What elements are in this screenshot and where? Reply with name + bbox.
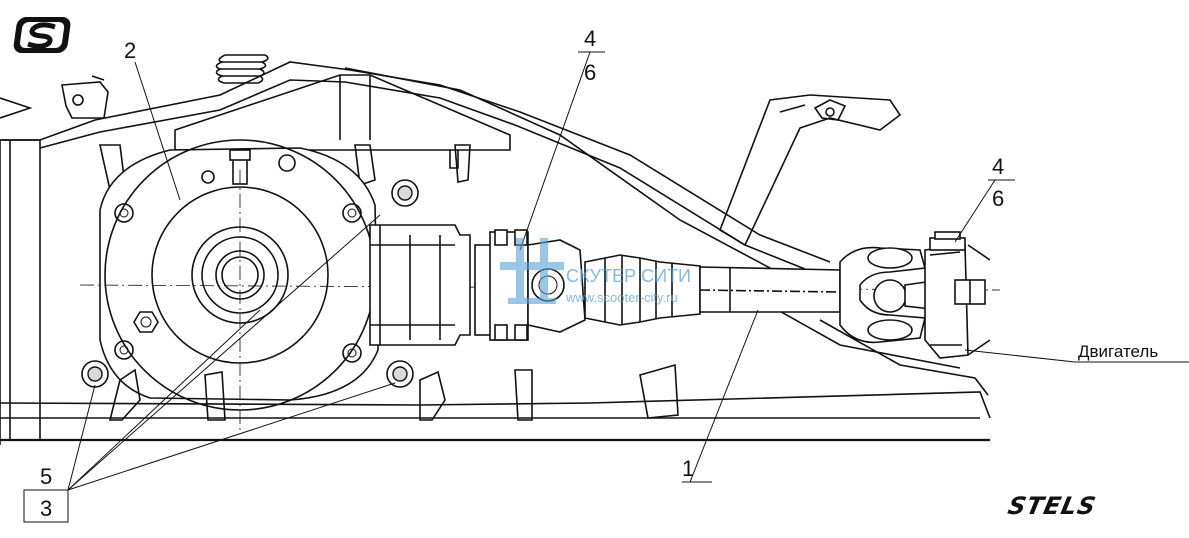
engine-label: Двигатель [1078, 342, 1158, 361]
stels-logo-text: STELS [1005, 491, 1099, 520]
callout-leaders [23, 51, 1189, 523]
bolt-bottom-right [386, 360, 414, 388]
mount-bolts [81, 179, 419, 388]
upper-right-bracket [719, 94, 902, 247]
callout-1-label: 1 [682, 456, 694, 481]
cv-boot [584, 254, 701, 326]
gearbox-output-neck [369, 224, 471, 346]
watermark-logo-icon [500, 238, 564, 304]
callout-5-label: 5 [40, 464, 52, 489]
brand-s-logo [13, 17, 71, 53]
watermark-title: СКУТЕР СИТИ [566, 266, 691, 286]
callout-6-top-label: 6 [584, 60, 596, 85]
callout-2-label: 2 [124, 38, 136, 63]
bolt-top-right [391, 179, 419, 207]
callout-4-top-label: 4 [584, 26, 596, 51]
floor-brackets [108, 363, 679, 421]
bolt-bottom-left [81, 360, 109, 388]
callout-4-right-label: 4 [992, 154, 1004, 179]
watermark-url: www.scooter-city.ru [565, 290, 678, 305]
stels-logo: STELS [1000, 491, 1160, 520]
callout-3-label: 3 [40, 496, 52, 521]
callout-6-right-label: 6 [992, 186, 1004, 211]
engine-flange [924, 231, 991, 359]
drive-shaft [699, 266, 841, 313]
watermark: СКУТЕР СИТИ www.scooter-city.ru [500, 238, 691, 305]
spring [215, 54, 269, 84]
